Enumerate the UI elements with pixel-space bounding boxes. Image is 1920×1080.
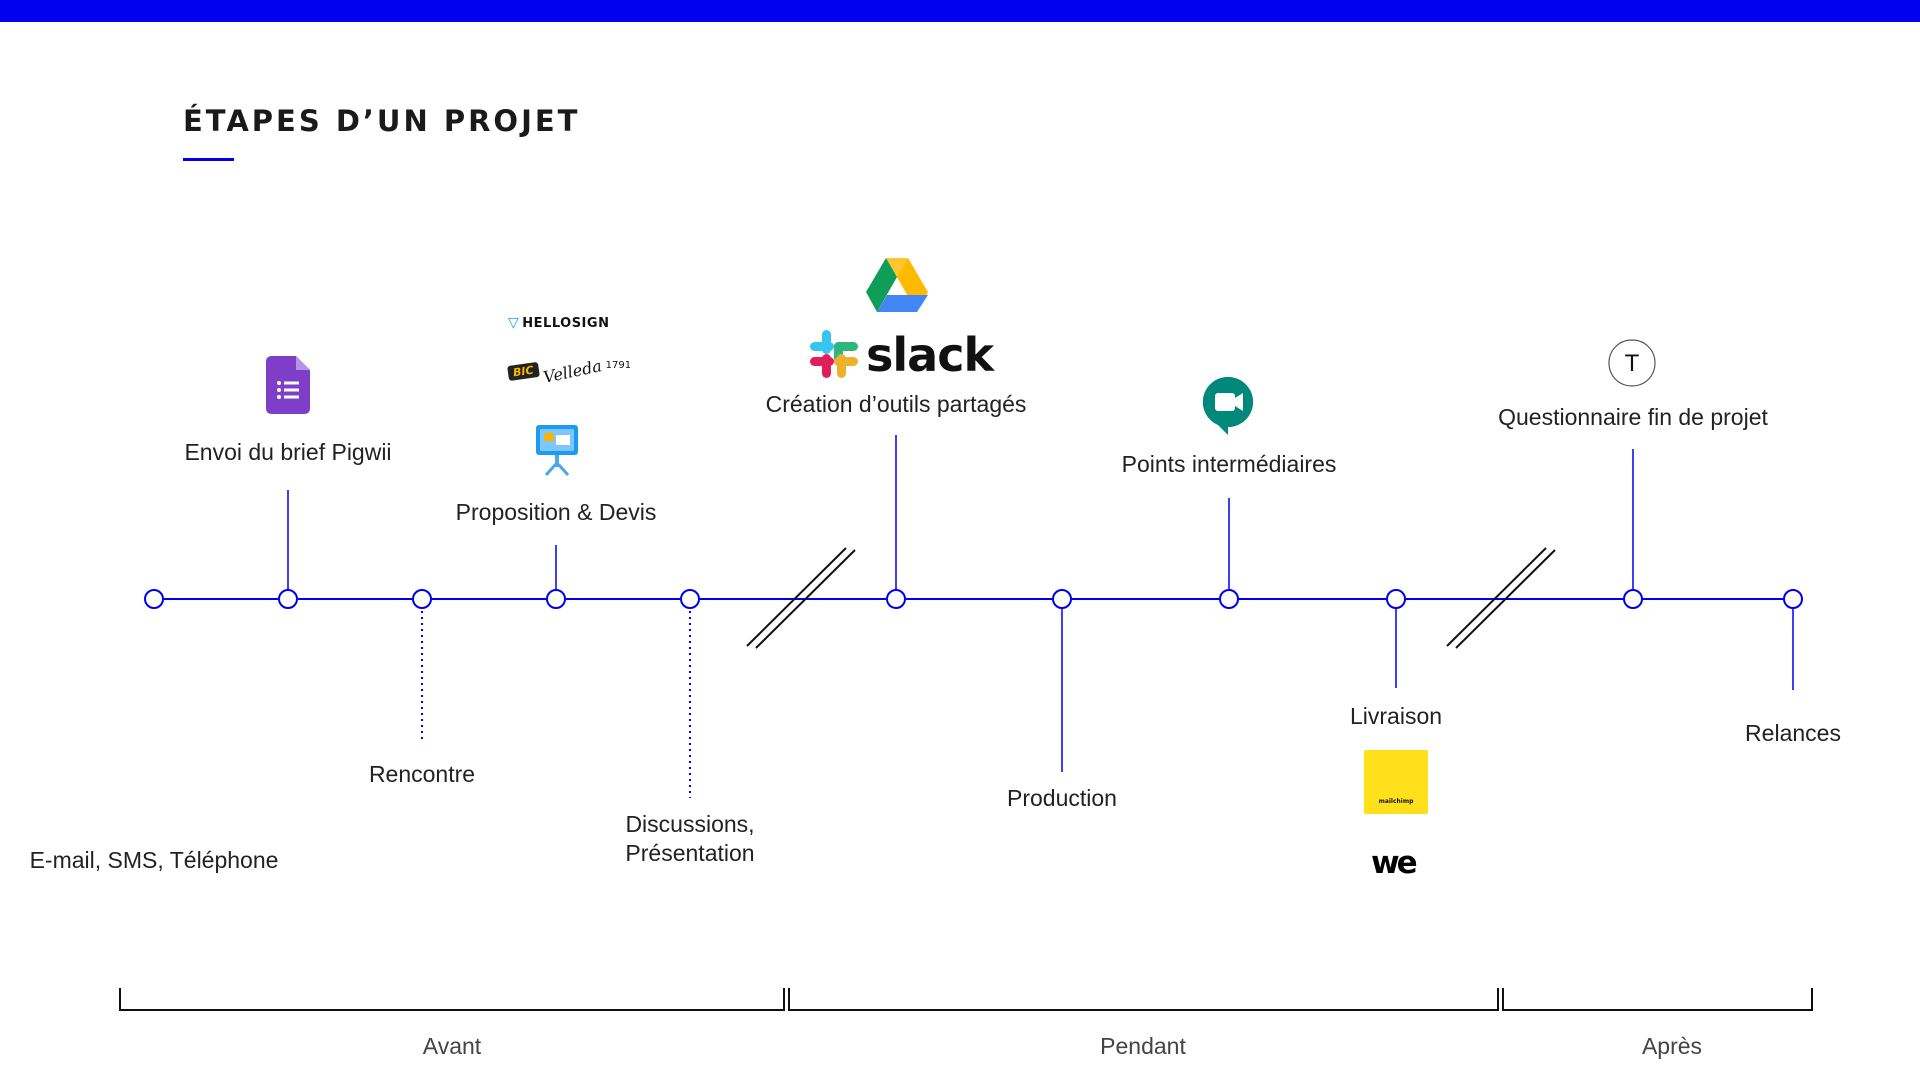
step-label-livraison: Livraison: [1349, 703, 1443, 729]
title-underline: [183, 158, 234, 161]
bic-velleda-logo: BIC Velleda 1791: [507, 356, 632, 387]
wetransfer-logo: we: [1371, 845, 1418, 881]
bic-badge: BIC: [507, 361, 540, 382]
timeline-break-2: [1446, 547, 1556, 649]
step-label-questionnaire: Questionnaire fin de projet: [1498, 404, 1768, 430]
google-forms-icon: [266, 356, 310, 414]
phase-bracket-avant: [119, 988, 785, 1011]
phase-bracket-pendant: [788, 988, 1499, 1011]
step-label-outils: Création d’outils partagés: [765, 391, 1027, 417]
step-label-proposition: Proposition & Devis: [455, 499, 657, 525]
slack-wordmark: slack: [866, 328, 994, 382]
phase-bracket-apres: [1502, 988, 1813, 1011]
step-label-discussions: Discussions, Présentation: [625, 811, 755, 866]
page-title: ÉTAPES D’UN PROJET: [183, 104, 581, 138]
velleda-year: 1791: [605, 360, 632, 371]
typeform-letter: T: [1624, 352, 1639, 377]
step-node: [1052, 589, 1072, 609]
phase-label-pendant: Pendant: [1100, 1033, 1186, 1059]
step-connectors: [287, 435, 1794, 798]
step-label-brief: Envoi du brief Pigwii: [184, 439, 392, 465]
step-label-production: Production: [1007, 785, 1117, 811]
slack-icon: [810, 330, 858, 378]
timeline-break-1: [746, 547, 856, 649]
step-label-rencontre: Rencontre: [368, 761, 476, 787]
mailchimp-logo: mailchimp: [1364, 750, 1428, 814]
step-node: [412, 589, 432, 609]
step-label-points: Points intermédiaires: [1121, 451, 1337, 477]
step-label-relances: Relances: [1745, 720, 1841, 746]
top-accent-bar: [0, 0, 1920, 22]
step-node: [1386, 589, 1406, 609]
slack-logo: slack: [808, 328, 994, 382]
step-node: [886, 589, 906, 609]
step-node: [278, 589, 298, 609]
step-node: [144, 589, 164, 609]
phase-label-avant: Avant: [422, 1033, 482, 1059]
step-node: [1783, 589, 1803, 609]
hellosign-logo: ▽ HELLOSIGN: [508, 315, 609, 331]
step-label-email: E-mail, SMS, Téléphone: [29, 847, 279, 873]
step-node: [1219, 589, 1239, 609]
hellosign-wordmark: HELLOSIGN: [522, 315, 610, 331]
phase-label-apres: Après: [1641, 1033, 1703, 1059]
typeform-icon: T: [1608, 339, 1656, 387]
google-meet-icon: [1202, 376, 1253, 435]
mailchimp-wordmark: mailchimp: [1378, 798, 1414, 805]
google-drive-icon: [866, 258, 928, 312]
hellosign-icon: ▽: [508, 315, 520, 331]
step-nodes: [144, 589, 1803, 609]
step-node: [1623, 589, 1643, 609]
keynote-icon: [536, 425, 578, 477]
step-node: [680, 589, 700, 609]
step-node: [546, 589, 566, 609]
